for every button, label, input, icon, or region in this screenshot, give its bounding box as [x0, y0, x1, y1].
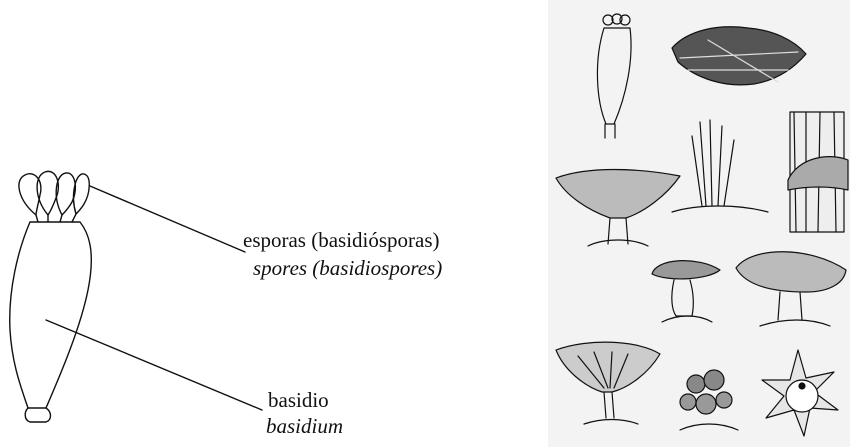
basidium-sketch-icon — [597, 14, 631, 138]
basidium-leader-line — [46, 320, 262, 410]
fungi-illustration-plate — [548, 0, 850, 447]
basidium-label-english: basidium — [266, 414, 343, 438]
spores-label-spanish: esporas (basidiósporas) — [243, 228, 440, 252]
basidium-label-spanish: basidio — [268, 388, 329, 412]
spores-leader-line — [90, 186, 245, 252]
earthstar-icon — [762, 350, 838, 436]
gilled-mushroom-icon — [556, 342, 660, 424]
bracket-fungus-icon — [556, 170, 680, 247]
crust-fungus-icon — [672, 27, 806, 85]
basidium-body — [10, 222, 92, 408]
clustered-puffballs-icon — [680, 370, 738, 430]
spores-label-english: spores (basidiospores) — [253, 256, 442, 280]
shelf-fungus-on-bark-icon — [788, 112, 848, 232]
bolete-mushroom-icon — [652, 261, 720, 322]
coral-fungus-icon — [672, 120, 768, 212]
spore-cluster — [19, 171, 89, 215]
large-cap-mushroom-icon — [736, 252, 846, 326]
